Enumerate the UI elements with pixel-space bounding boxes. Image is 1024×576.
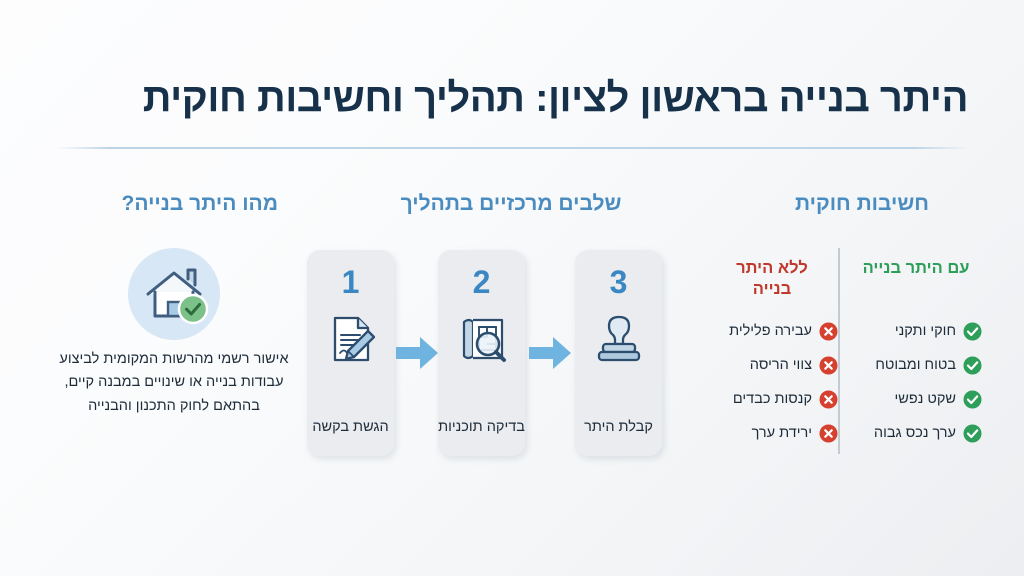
list-item-label: שקט נפשי [894, 391, 956, 407]
list-item: צווי הריסה [712, 348, 838, 382]
list-item-label: ערך נכס גבוה [873, 425, 956, 441]
step-card-2[interactable]: 2 בדיקה תוכניות [438, 250, 525, 456]
section-heading-what-is: מהו היתר בנייה? [121, 192, 279, 215]
step-card-1[interactable]: 1 הגשת בקשה [307, 250, 394, 456]
step-label: בדיקה תוכניות [438, 418, 525, 435]
list-item-label: בטוח ומבוטח [875, 357, 956, 373]
list-item-label: חוקי ותקני [894, 323, 956, 339]
list-item: ערך נכס גבוה [856, 416, 982, 450]
page-title: היתר בנייה בראשון לציון: תהליך וחשיבות ח… [142, 76, 969, 120]
step-number: 3 [609, 264, 628, 300]
step-number: 1 [341, 264, 360, 300]
step-label: הגשת בקשה [312, 418, 389, 435]
legal-heading-with-permit: עם היתר בנייה [862, 259, 970, 277]
list-item-label: צווי הריסה [749, 357, 812, 373]
check-circle-icon [963, 322, 982, 341]
list-item: קנסות כבדים [712, 382, 838, 416]
permit-description: אישור רשמי מהרשות המקומית לביצוע עבודות … [59, 351, 289, 414]
step-card-3[interactable]: 3 קבלת היתר [575, 250, 662, 456]
list-item: עבירה פלילית [712, 314, 838, 348]
x-circle-icon [819, 356, 838, 375]
arrow-right-icon [396, 337, 438, 374]
legal-heading-without-permit: ללא היתר בנייה [736, 259, 808, 299]
x-circle-icon [819, 424, 838, 443]
title-divider [55, 147, 969, 149]
section-heading-process: שלבים מרכזיים בתהליך [400, 192, 622, 215]
step-number: 2 [472, 264, 491, 300]
document-pen-icon [324, 312, 378, 371]
blueprint-magnifier-icon [455, 312, 509, 371]
step-label: קבלת היתר [584, 418, 653, 435]
legal-list-with-permit: חוקי ותקני בטוח ומבוטח שקט נפשי ערך נכס … [856, 314, 982, 450]
house-check-icon [128, 248, 220, 340]
check-circle-icon [963, 356, 982, 375]
check-circle-icon [963, 390, 982, 409]
list-item-label: עבירה פלילית [729, 323, 812, 339]
list-item: חוקי ותקני [856, 314, 982, 348]
list-item: שקט נפשי [856, 382, 982, 416]
x-circle-icon [819, 322, 838, 341]
list-item: ירידת ערך [712, 416, 838, 450]
rubber-stamp-icon [592, 312, 646, 371]
arrow-right-icon [529, 337, 571, 374]
check-circle-icon [963, 424, 982, 443]
x-circle-icon [819, 390, 838, 409]
list-item: בטוח ומבוטח [856, 348, 982, 382]
legal-columns-divider [838, 248, 840, 454]
list-item-label: ירידת ערך [751, 425, 812, 441]
legal-list-without-permit: עבירה פלילית צווי הריסה קנסות כבדים יריד… [712, 314, 838, 450]
section-heading-legal: חשיבות חוקית [795, 192, 929, 215]
list-item-label: קנסות כבדים [732, 391, 812, 407]
